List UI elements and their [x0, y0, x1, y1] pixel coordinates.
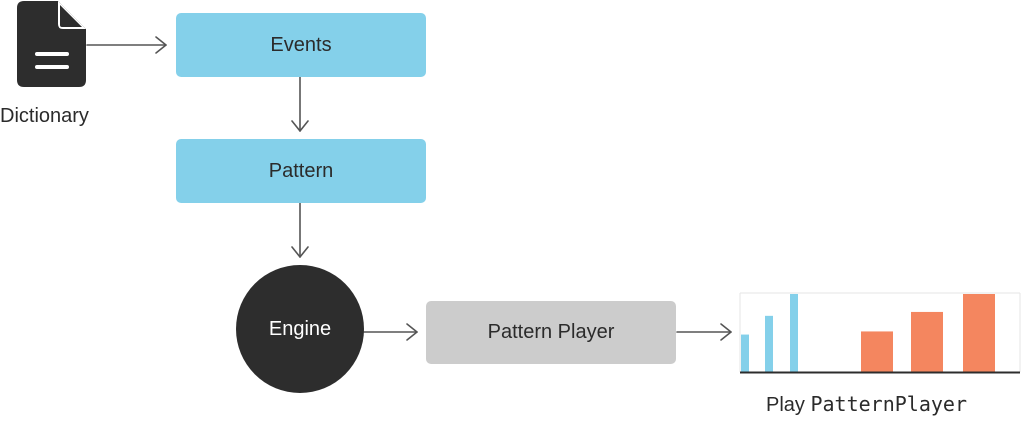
arrow-player-to-output: [676, 323, 732, 341]
dictionary-label: Dictionary: [0, 105, 89, 127]
arrow-events-to-pattern: [291, 76, 309, 132]
continuous-bar: [963, 294, 995, 372]
pattern-player-label: Pattern Player: [487, 321, 615, 343]
pattern-node: Pattern: [176, 139, 426, 203]
transient-bar: [741, 334, 749, 372]
caption-code: PatternPlayer: [810, 392, 968, 416]
events-label: Events: [270, 33, 332, 56]
output-waveform: [739, 292, 1021, 374]
engine-node: Engine: [236, 265, 364, 393]
caption-prefix: Play: [766, 394, 811, 416]
pattern-player-node: Pattern Player: [426, 301, 676, 364]
arrow-pattern-to-engine: [291, 202, 309, 258]
document-icon: [17, 1, 86, 87]
continuous-bar: [861, 331, 893, 372]
output-caption: Play PatternPlayer: [766, 392, 967, 417]
transient-bar: [765, 315, 773, 372]
transient-bar: [790, 294, 798, 372]
pattern-label: Pattern: [268, 159, 334, 182]
arrow-dictionary-to-events: [86, 36, 167, 54]
arrow-engine-to-player: [363, 323, 418, 341]
events-node: Events: [176, 13, 426, 77]
continuous-bar: [911, 311, 943, 372]
engine-label: Engine: [268, 317, 332, 340]
